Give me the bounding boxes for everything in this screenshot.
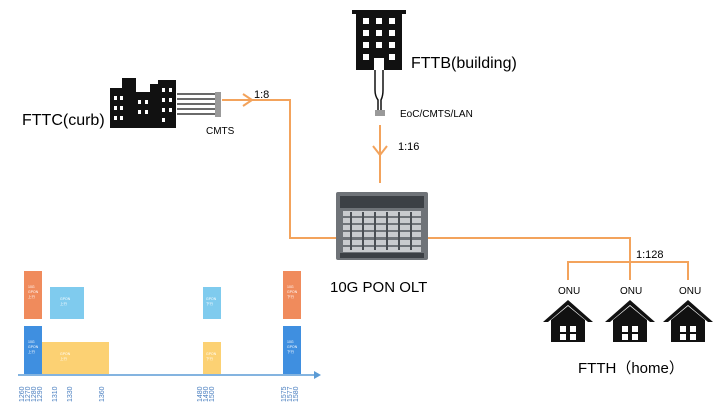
tick-label: 1280 bbox=[31, 386, 38, 402]
band-label: GPON bbox=[60, 297, 71, 301]
fttc-label: FTTC(curb) bbox=[22, 112, 105, 129]
band-label: GPON bbox=[206, 352, 217, 356]
tick-label: 1290 bbox=[37, 386, 44, 402]
house-icon bbox=[543, 300, 593, 342]
band-label: 10G bbox=[287, 340, 294, 344]
band-label: 下行 bbox=[287, 294, 295, 299]
band-label: 上行 bbox=[60, 301, 67, 306]
eoc-connector bbox=[375, 110, 385, 116]
onu-label-3: ONU bbox=[679, 286, 701, 297]
band-label: GPON bbox=[60, 352, 71, 356]
onu-label-2: ONU bbox=[620, 286, 642, 297]
ratio-building: 1:16 bbox=[398, 141, 419, 153]
band-gpon-up-2 bbox=[42, 342, 109, 374]
tick-label: 1310 bbox=[52, 386, 59, 402]
building-cables bbox=[374, 70, 384, 110]
band-label: 上行 bbox=[28, 349, 35, 354]
band-label: GPON bbox=[28, 345, 39, 349]
tick-label: 1500 bbox=[209, 386, 216, 402]
city-skyline-icon bbox=[110, 78, 176, 128]
band-label: 10G bbox=[28, 285, 35, 289]
eoc-label: EoC/CMTS/LAN bbox=[400, 109, 473, 120]
curb-cables bbox=[177, 93, 215, 115]
fiber-building-arrow bbox=[372, 145, 388, 157]
fttb-label: FTTB(building) bbox=[411, 55, 517, 72]
band-10g-upstream-b bbox=[24, 326, 42, 374]
ratio-home: 1:128 bbox=[636, 249, 664, 261]
band-label: 上行 bbox=[60, 356, 67, 361]
tick-label: 1270 bbox=[25, 386, 32, 402]
tick-label: 1490 bbox=[203, 386, 210, 402]
fiber-curb-arrow bbox=[242, 93, 254, 107]
office-building-icon bbox=[352, 10, 406, 70]
band-10g-downstream bbox=[283, 271, 301, 319]
onu-label-1: ONU bbox=[558, 286, 580, 297]
tick-label: 1580 bbox=[293, 386, 300, 402]
band-gpon-down-2 bbox=[203, 342, 221, 374]
tick-label: 1480 bbox=[197, 386, 204, 402]
tick-label: 1360 bbox=[99, 386, 106, 402]
band-label: GPON bbox=[287, 290, 298, 294]
cmts-label: CMTS bbox=[206, 126, 235, 137]
olt-chassis-icon bbox=[336, 192, 428, 260]
tick-label: 1330 bbox=[67, 386, 74, 402]
fiber-home-split bbox=[567, 261, 689, 280]
band-10g-downstream-b bbox=[283, 326, 301, 374]
tick-label: 1575 bbox=[281, 386, 288, 402]
band-label: 下行 bbox=[206, 356, 213, 361]
cmts-connector bbox=[215, 92, 221, 117]
ftth-label: FTTH（home） bbox=[578, 360, 684, 377]
ratio-curb: 1:8 bbox=[254, 89, 269, 101]
band-10g-upstream bbox=[24, 271, 42, 319]
fiber-home bbox=[418, 237, 631, 262]
band-gpon-up-1 bbox=[50, 287, 84, 319]
fiber-lines bbox=[222, 93, 689, 280]
band-label: 10G bbox=[287, 285, 294, 289]
band-label: GPON bbox=[206, 297, 217, 301]
band-label: 下行 bbox=[287, 349, 295, 354]
tick-label: 1577 bbox=[287, 386, 294, 402]
band-gpon-down-1 bbox=[203, 287, 221, 319]
house-icon bbox=[663, 300, 713, 342]
band-label: GPON bbox=[28, 290, 39, 294]
tick-label: 1260 bbox=[19, 386, 26, 402]
band-label: GPON bbox=[287, 345, 298, 349]
band-label: 下行 bbox=[206, 301, 213, 306]
olt-label: 10G PON OLT bbox=[330, 279, 427, 296]
band-label: 上行 bbox=[28, 294, 35, 299]
house-icon bbox=[605, 300, 655, 342]
band-label: 10G bbox=[28, 340, 35, 344]
axis-arrow-icon bbox=[314, 371, 321, 379]
fiber-curb bbox=[222, 99, 345, 239]
